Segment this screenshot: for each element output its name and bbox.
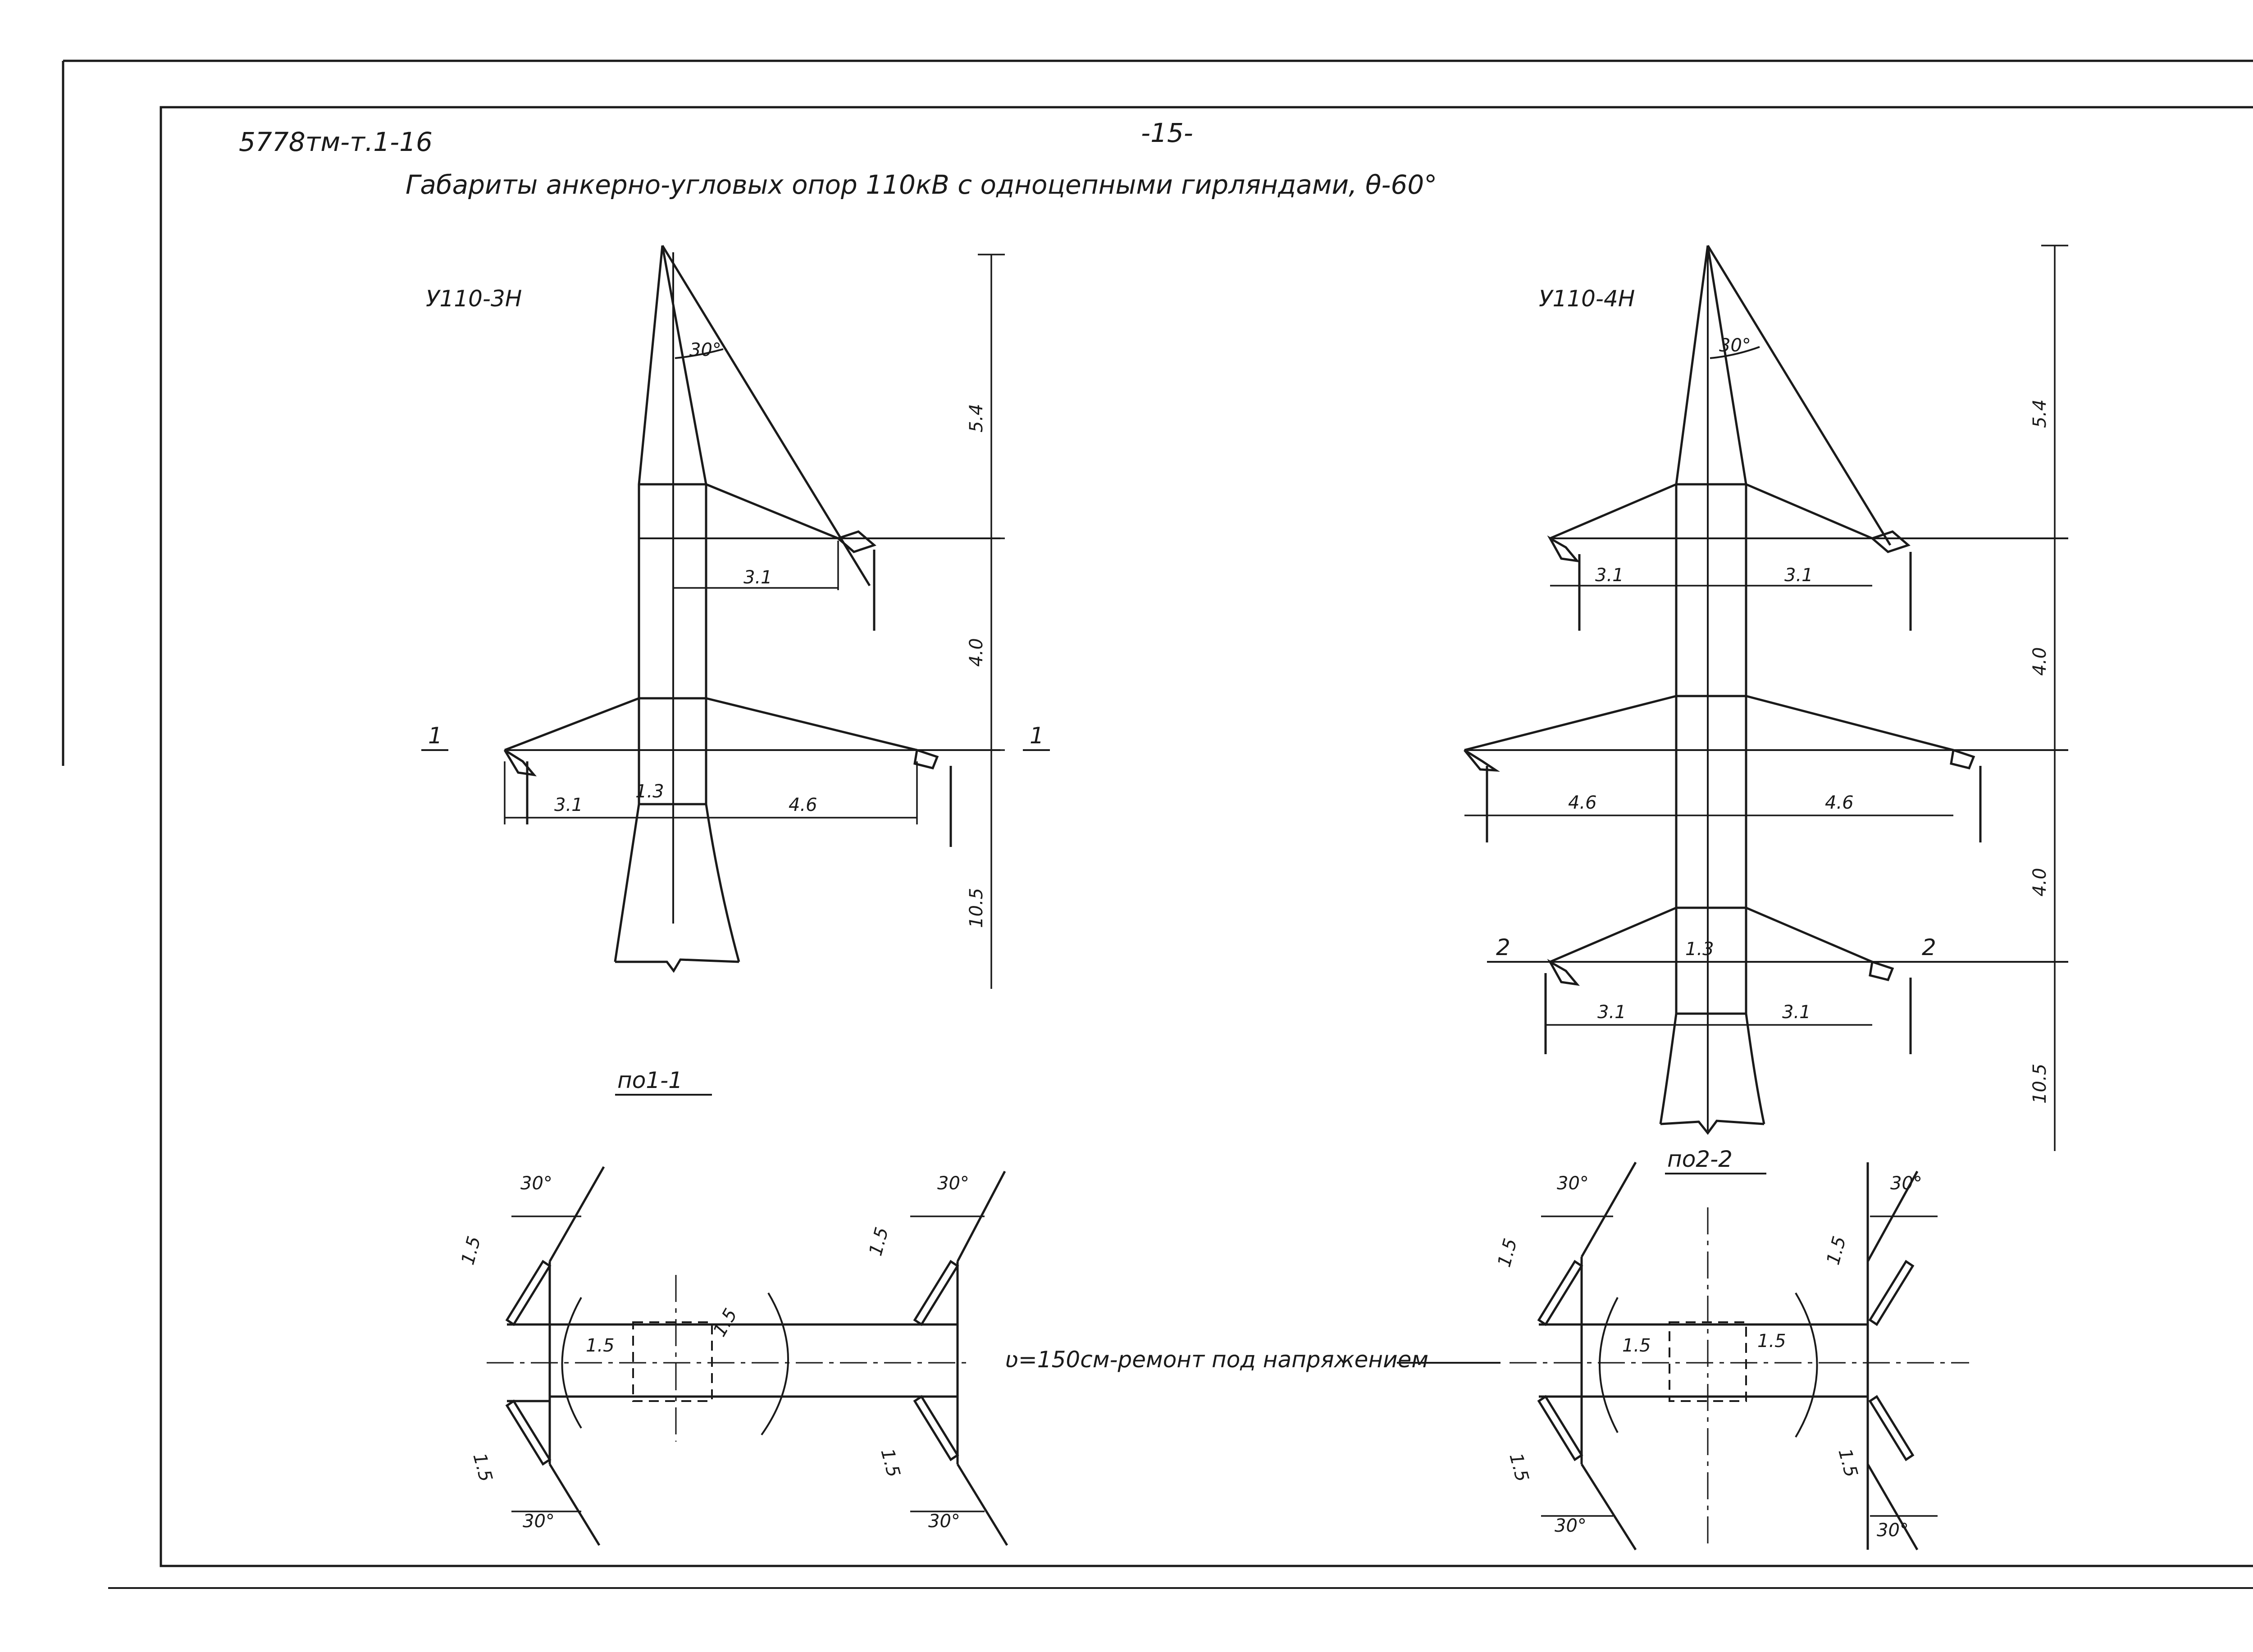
tower-left-upper-arm: 3.1 <box>743 567 772 588</box>
tower-right-lower-left-arm: 3.1 <box>1597 1002 1626 1023</box>
tower-right-angle: 30° <box>1719 335 1751 356</box>
plan-right-radius-a: 1.5 <box>1622 1335 1651 1356</box>
plan-left-radius-f: 1.5 <box>876 1447 904 1479</box>
tower-left-h-bottom: 10.5 <box>966 888 987 928</box>
plan-left-radius-d: 1.5 <box>469 1451 496 1484</box>
section-mark-right-a: 2 <box>1496 934 1510 960</box>
sheet-code: 5778тм-т.1-16 <box>239 127 433 157</box>
tower-right-h-mid1: 4.0 <box>2030 647 2050 676</box>
sheet-border <box>62 59 2253 1589</box>
tower-right-h-top: 5.4 <box>2030 399 2050 428</box>
plan-right-radius-e: 1.5 <box>1823 1234 1850 1267</box>
plan-right-radius-f: 1.5 <box>1834 1447 1861 1479</box>
tower-right-h-bottom: 10.5 <box>2030 1064 2050 1104</box>
tower-right-upper-right-arm: 3.1 <box>1784 565 1813 586</box>
plan-left-angle-d: 30° <box>928 1511 960 1532</box>
tower-left-h-top: 5.4 <box>966 404 987 432</box>
repair-note: ʋ=150см-ремонт под напряжением <box>1005 1347 1428 1373</box>
plan-left-angle-c: 30° <box>937 1173 969 1194</box>
tower-left-elevation: У110-3Н 30° 3.1 1 1 <box>421 245 1050 989</box>
tower-left-lower-left-arm: 3.1 <box>554 795 583 815</box>
plan-right-radius-d: 1.5 <box>1505 1451 1532 1484</box>
plan-right-radius-b: 1.5 <box>1757 1331 1786 1352</box>
tower-right-lower-right-arm: 3.1 <box>1782 1002 1811 1023</box>
tower-right-width: 1.3 <box>1685 939 1714 960</box>
plan-left: по1-1 1.5 1.5 1.5 1.5 1.5 1.5 30 <box>457 1067 1008 1546</box>
tower-right-middle-right-arm: 4.6 <box>1825 792 1854 813</box>
plan-left-radius-b: 1.5 <box>709 1305 742 1340</box>
plan-left-radius-a: 1.5 <box>586 1335 615 1356</box>
plan-right-radius-c: 1.5 <box>1494 1236 1521 1269</box>
plan-right-angle-c: 30° <box>1890 1173 1922 1194</box>
plan-left-angle-b: 30° <box>523 1511 555 1532</box>
plan-left-radius-c: 1.5 <box>457 1234 485 1267</box>
tower-left-name: У110-3Н <box>426 286 522 312</box>
plan-right-angle-b: 30° <box>1555 1515 1587 1536</box>
tower-right-name: У110-4Н <box>1539 286 1635 312</box>
page-number: -15- <box>1141 118 1193 148</box>
tower-right-middle-left-arm: 4.6 <box>1568 792 1597 813</box>
plan-left-radius-e: 1.5 <box>865 1225 893 1258</box>
section-mark-left-a: 1 <box>428 723 442 749</box>
plan-right: по2-2 1.5 1.5 1.5 1.5 1.5 1.5 30° 30° 30… <box>1494 1146 1969 1551</box>
tower-right-elevation: У110-4Н 30° 3.1 3.1 4.6 4.6 <box>1464 245 2068 1151</box>
tower-left-h-mid: 4.0 <box>966 638 987 667</box>
sheet-title: Габариты анкерно-угловых опор 110кВ с од… <box>406 169 1437 200</box>
tower-left-width: 1.3 <box>635 781 664 802</box>
section-mark-left-b: 1 <box>1030 723 1044 749</box>
tower-left-angle: 30° <box>689 340 721 360</box>
plan-right-angle-d: 30° <box>1877 1520 1909 1541</box>
plan-left-title: по1-1 <box>617 1067 683 1093</box>
plan-right-angle-a: 30° <box>1557 1173 1589 1194</box>
section-mark-right-b: 2 <box>1922 934 1936 960</box>
tower-right-upper-left-arm: 3.1 <box>1595 565 1624 586</box>
tower-right-h-mid2: 4.0 <box>2030 868 2050 897</box>
tower-left-lower-right-arm: 4.6 <box>789 795 817 815</box>
plan-left-angle-a: 30° <box>520 1173 552 1194</box>
plan-right-title: по2-2 <box>1667 1146 1733 1172</box>
